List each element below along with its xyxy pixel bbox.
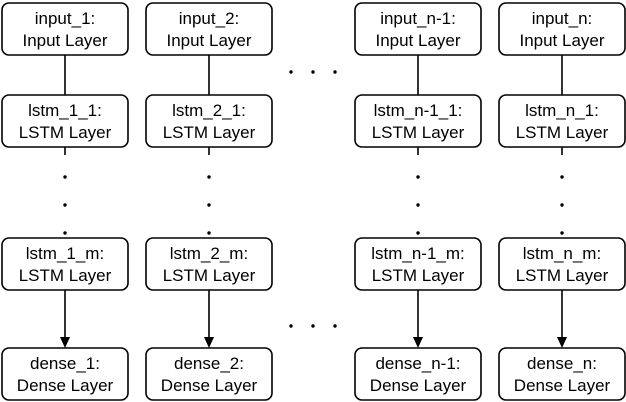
vertical-ellipsis-dot: [207, 175, 211, 179]
node-dense-col-2: dense_2: Dense Layer: [145, 347, 273, 401]
node-type: LSTM Layer: [372, 266, 465, 285]
node-type: LSTM Layer: [19, 266, 112, 285]
node-name: dense_2:: [174, 354, 244, 373]
node-name: input_2:: [179, 9, 240, 28]
node-lstm-m-col-2: lstm_2_m: LSTM Layer: [145, 237, 273, 291]
vertical-ellipsis-dot: [207, 231, 211, 235]
node-box: [1, 94, 129, 148]
node-name: lstm_n-1_m:: [371, 244, 465, 263]
node-name: input_n:: [532, 9, 593, 28]
node-box: [498, 2, 626, 56]
node-name: dense_n-1:: [375, 354, 460, 373]
node-box: [1, 2, 129, 56]
vertical-ellipsis-dot: [416, 231, 420, 235]
node-box: [354, 237, 482, 291]
node-type: Dense Layer: [17, 376, 114, 395]
arrow-head-icon: [413, 337, 423, 348]
node-type: LSTM Layer: [516, 123, 609, 142]
node-box: [354, 94, 482, 148]
node-name: input_n-1:: [380, 9, 456, 28]
horizontal-ellipsis-dot: [289, 324, 293, 328]
vertical-ellipsis-dot: [416, 203, 420, 207]
node-lstm-1-col-1: lstm_1_1: LSTM Layer: [1, 94, 129, 148]
node-type: LSTM Layer: [163, 123, 256, 142]
arrow-head-icon: [60, 337, 70, 348]
vertical-ellipsis-dot: [63, 175, 67, 179]
node-type: Input Layer: [375, 31, 460, 50]
node-dense-col-4: dense_n: Dense Layer: [498, 347, 626, 401]
edges-layer: [60, 55, 567, 348]
node-type: Input Layer: [166, 31, 251, 50]
node-box: [145, 94, 273, 148]
node-type: LSTM Layer: [19, 123, 112, 142]
node-name: lstm_n-1_1:: [374, 101, 463, 120]
node-box: [1, 347, 129, 401]
node-name: dense_1:: [30, 354, 100, 373]
node-name: dense_n:: [527, 354, 597, 373]
node-input-col-4: input_n: Input Layer: [498, 2, 626, 56]
node-name: lstm_1_m:: [26, 244, 104, 263]
horizontal-ellipsis-dot: [289, 70, 293, 74]
node-type: Dense Layer: [514, 376, 611, 395]
vertical-ellipsis-dot: [560, 175, 564, 179]
node-input-col-2: input_2: Input Layer: [145, 2, 273, 56]
node-box: [498, 237, 626, 291]
node-lstm-m-col-4: lstm_n_m: LSTM Layer: [498, 237, 626, 291]
node-lstm-1-col-4: lstm_n_1: LSTM Layer: [498, 94, 626, 148]
node-box: [354, 2, 482, 56]
arrow-head-icon: [204, 337, 214, 348]
node-input-col-1: input_1: Input Layer: [1, 2, 129, 56]
node-type: Input Layer: [22, 31, 107, 50]
node-box: [145, 2, 273, 56]
horizontal-ellipsis-dot: [333, 70, 337, 74]
node-lstm-1-col-2: lstm_2_1: LSTM Layer: [145, 94, 273, 148]
vertical-ellipsis-dot: [207, 203, 211, 207]
horizontal-ellipsis-dot: [311, 324, 315, 328]
node-name: lstm_n_m:: [523, 244, 601, 263]
node-type: Dense Layer: [161, 376, 258, 395]
node-box: [145, 237, 273, 291]
node-type: Dense Layer: [370, 376, 467, 395]
node-name: lstm_1_1:: [28, 101, 102, 120]
ellipsis-layer: [63, 70, 564, 328]
node-box: [1, 237, 129, 291]
horizontal-ellipsis-dot: [311, 70, 315, 74]
node-type: LSTM Layer: [163, 266, 256, 285]
vertical-ellipsis-dot: [560, 231, 564, 235]
horizontal-ellipsis-dot: [333, 324, 337, 328]
node-name: lstm_n_1:: [525, 101, 599, 120]
node-dense-col-1: dense_1: Dense Layer: [1, 347, 129, 401]
node-box: [498, 94, 626, 148]
node-box: [354, 347, 482, 401]
node-box: [498, 347, 626, 401]
node-box: [145, 347, 273, 401]
node-name: lstm_2_m:: [170, 244, 248, 263]
node-type: LSTM Layer: [372, 123, 465, 142]
node-type: LSTM Layer: [516, 266, 609, 285]
node-name: input_1:: [35, 9, 96, 28]
vertical-ellipsis-dot: [416, 175, 420, 179]
vertical-ellipsis-dot: [63, 203, 67, 207]
node-dense-col-3: dense_n-1: Dense Layer: [354, 347, 482, 401]
node-type: Input Layer: [519, 31, 604, 50]
node-input-col-3: input_n-1: Input Layer: [354, 2, 482, 56]
node-lstm-1-col-3: lstm_n-1_1: LSTM Layer: [354, 94, 482, 148]
vertical-ellipsis-dot: [560, 203, 564, 207]
vertical-ellipsis-dot: [63, 231, 67, 235]
arrow-head-icon: [557, 337, 567, 348]
node-name: lstm_2_1:: [172, 101, 246, 120]
node-lstm-m-col-1: lstm_1_m: LSTM Layer: [1, 237, 129, 291]
node-lstm-m-col-3: lstm_n-1_m: LSTM Layer: [354, 237, 482, 291]
